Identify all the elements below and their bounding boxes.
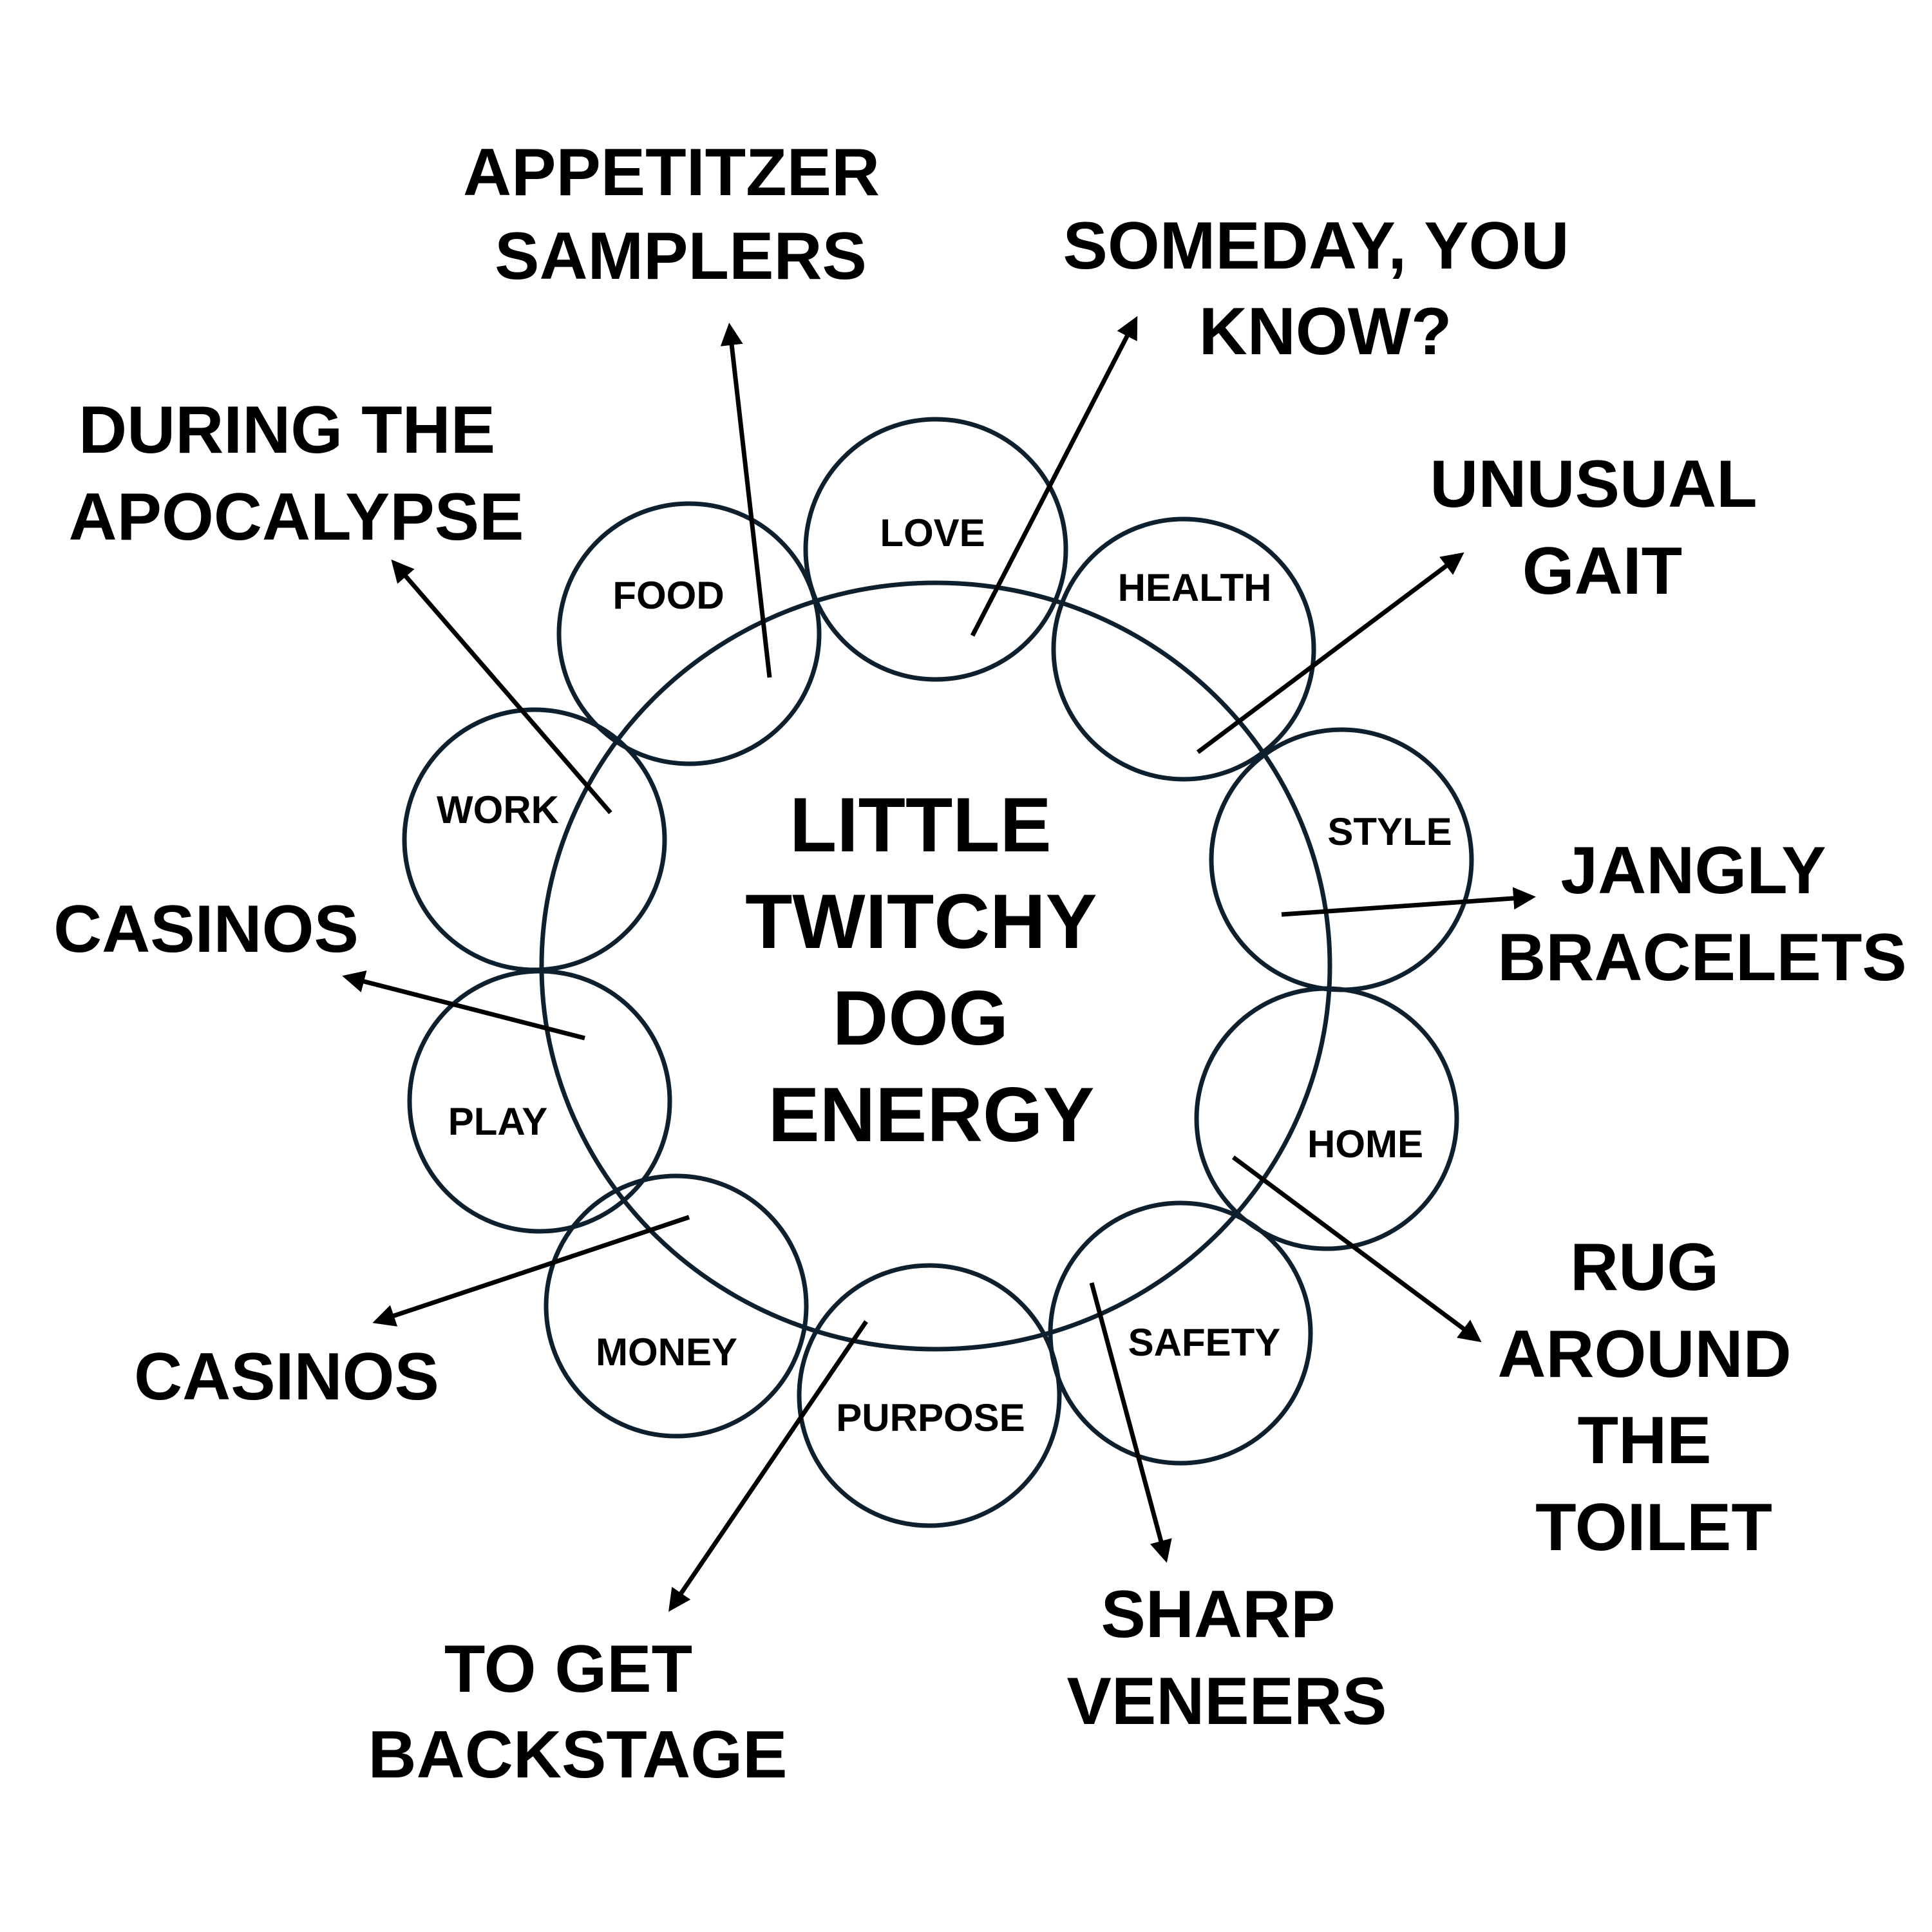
center-line: LITTLE: [790, 782, 1052, 868]
outer-label-line: BRACELETS: [1497, 920, 1907, 995]
purpose-circle: [797, 1263, 1062, 1528]
node-label-food: FOOD: [612, 574, 724, 617]
outer-label-someday-you-know: SOMEDAY, YOU KNOW?: [1063, 209, 1588, 369]
money-circle: [544, 1173, 809, 1439]
love-circle: [803, 417, 1068, 682]
outer-label-jangly-bracelets: JANGLY BRACELETS: [1497, 833, 1907, 995]
outer-label-line: KNOW?: [1199, 294, 1452, 369]
node-label-health: HEALTH: [1118, 566, 1272, 609]
outer-label-during-the-apocalypse: DURING THE APOCALYPSE: [68, 393, 524, 554]
outer-label-casinos-lower: CASINOS: [134, 1340, 439, 1414]
arrow-money: [372, 1215, 690, 1327]
arrow-safety: [1089, 1282, 1172, 1563]
outer-label-unusual-gait: UNUSUAL GAIT: [1430, 447, 1774, 609]
outer-label-line: SHARP: [1101, 1577, 1334, 1652]
health-circle: [1051, 516, 1316, 782]
outer-label-casinos-upper: CASINOS: [53, 892, 359, 967]
outer-label-line: SAMPLERS: [495, 219, 867, 294]
outer-label-line: JANGLY: [1560, 833, 1825, 908]
outer-label-line: SOMEDAY, YOU: [1063, 209, 1569, 283]
home-circle: [1194, 986, 1459, 1251]
arrow-play: [342, 971, 585, 1041]
outer-label-line: UNUSUAL: [1430, 447, 1756, 522]
safety-circle: [1048, 1200, 1313, 1466]
outer-label-line: DURING THE: [79, 393, 495, 468]
arrow-style: [1281, 887, 1536, 917]
outer-label-line: APPETITZER: [463, 135, 880, 210]
outer-label-line: GAIT: [1522, 534, 1682, 609]
arrow-purpose: [668, 1320, 868, 1612]
center-line: ENERGY: [768, 1072, 1095, 1158]
outer-label-to-get-backstage: TO GET BACKSTAGE: [368, 1632, 788, 1792]
outer-label-line: AROUND: [1497, 1317, 1791, 1392]
center-line: DOG: [833, 975, 1009, 1061]
arrow-work: [391, 559, 612, 815]
outer-label-sharp-veneers: SHARP VENEERS: [1066, 1577, 1387, 1739]
work-circle: [402, 707, 667, 972]
style-circle: [1209, 727, 1474, 992]
node-label-money: MONEY: [596, 1331, 737, 1374]
outer-label-line: CASINOS: [134, 1340, 439, 1414]
node-label-play: PLAY: [448, 1100, 548, 1143]
outer-label-line: RUG: [1570, 1230, 1719, 1305]
arrow-food: [720, 323, 772, 678]
node-label-home: HOME: [1307, 1122, 1423, 1166]
node-label-love: LOVE: [880, 511, 985, 554]
outer-label-rug-around-the-toilet: RUG AROUND THE TOILET: [1497, 1230, 1810, 1565]
food-circle: [556, 501, 822, 766]
arrow-love: [970, 316, 1138, 637]
outer-label-line: BACKSTAGE: [368, 1718, 788, 1792]
outer-label-appetizer-samplers: APPETITZER SAMPLERS: [463, 135, 898, 294]
center-line: TWITCHY: [745, 878, 1097, 965]
center-title: LITTLE TWITCHY DOG ENERGY: [745, 782, 1117, 1158]
arrow-health: [1196, 552, 1464, 754]
node-label-safety: SAFETY: [1128, 1321, 1281, 1364]
outer-label-line: TO GET: [444, 1632, 692, 1707]
node-label-style: STYLE: [1327, 810, 1452, 853]
outer-label-line: CASINOS: [53, 892, 359, 967]
outer-label-line: VENEERS: [1066, 1664, 1387, 1739]
arrow-home: [1231, 1155, 1482, 1343]
node-label-purpose: PURPOSE: [836, 1396, 1025, 1439]
outer-label-line: APOCALYPSE: [68, 480, 524, 554]
outer-label-line: TOILET: [1535, 1490, 1772, 1565]
play-circle: [407, 969, 672, 1234]
node-label-work: WORK: [437, 788, 559, 831]
outer-label-line: THE: [1578, 1403, 1712, 1478]
center-circle: [539, 580, 1332, 1352]
